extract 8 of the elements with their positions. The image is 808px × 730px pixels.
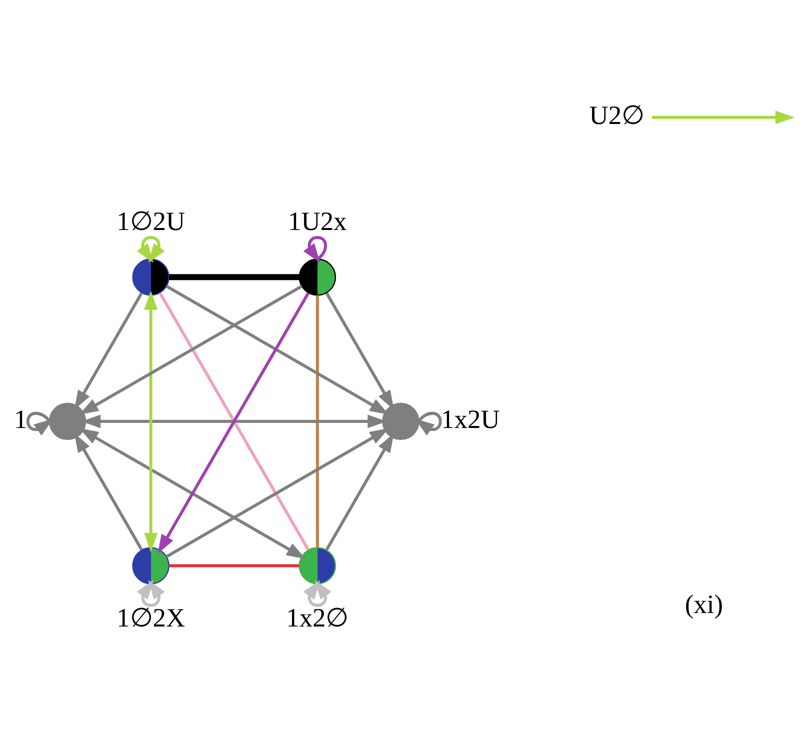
edge-label: 1U2x <box>288 206 347 236</box>
edge-label: 1∅2U <box>116 206 186 236</box>
node-text: U2∅ <box>589 100 645 130</box>
edge-label: 1x2∅ <box>286 602 349 633</box>
edge-label: 1∅2X <box>116 602 186 633</box>
label: (xi) <box>684 589 724 620</box>
edge-label: 1x2U <box>441 404 500 434</box>
edge-label: 1 <box>14 404 28 434</box>
